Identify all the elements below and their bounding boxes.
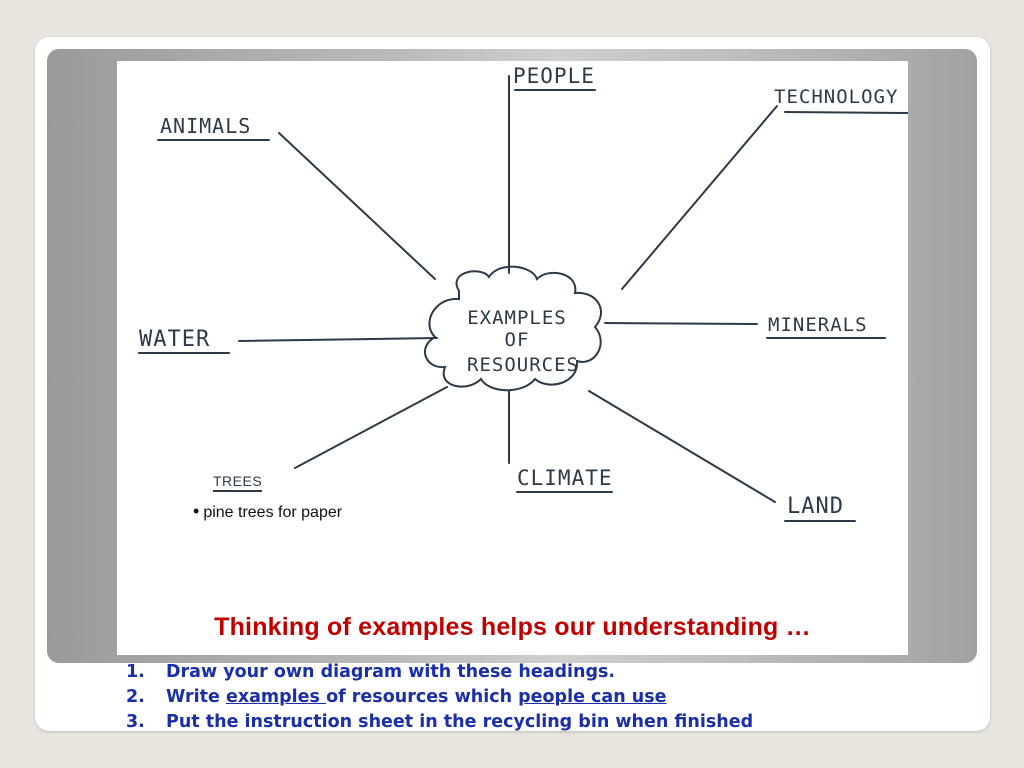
diagram-canvas: EXAMPLES OF RESOURCES PEOPLE TECHNOLOGY … [138,64,908,522]
resources-diagram: EXAMPLES OF RESOURCES PEOPLE TECHNOLOGY … [117,61,908,655]
instruction-list: 1. Draw your own diagram with these head… [126,660,753,735]
heading-technology: TECHNOLOGY [774,86,898,108]
spoke-animals [278,132,436,280]
spoke-water [238,337,438,342]
center-cloud [424,265,602,392]
center-line-3: RESOURCES [467,354,579,376]
underline-technology [784,111,908,114]
heading-land: LAND [787,494,844,519]
examples-link[interactable]: examples [225,687,327,707]
bullet-icon: • [193,501,200,521]
instruction-number: 1. [126,662,145,682]
instruction-text-pre: Write [166,687,226,707]
instruction-text: Draw your own diagram with these heading… [166,662,616,682]
heading-people: PEOPLE [513,64,595,88]
instruction-item: 2. Write examples of resources which peo… [126,685,753,710]
instruction-text: Write examples of resources which people… [166,685,667,710]
trees-example: •pine trees for paper [193,501,342,522]
heading-water: WATER [139,327,210,352]
center-line-1: EXAMPLES [467,307,567,329]
heading-trees: TREES [213,473,263,492]
spoke-minerals [604,322,758,325]
people-can-use-link[interactable]: people can use [518,687,667,707]
spoke-land [588,390,776,503]
instruction-number: 3. [126,712,145,732]
heading-animals: ANIMALS [160,114,251,138]
heading-minerals: MINERALS [768,314,868,336]
spoke-trees [294,386,448,469]
instruction-number: 2. [126,687,145,707]
instruction-text: Put the instruction sheet in the recycli… [166,712,754,732]
instruction-item: 1. Draw your own diagram with these head… [126,660,753,685]
heading-climate: CLIMATE [517,466,613,490]
tagline: Thinking of examples helps our understan… [214,613,811,641]
center-line-2: OF [505,329,530,351]
instruction-item: 3. Put the instruction sheet in the recy… [126,710,753,735]
trees-example-text: pine trees for paper [203,504,343,521]
spoke-technology [621,105,778,290]
instruction-text-mid: of resources which [326,687,519,707]
